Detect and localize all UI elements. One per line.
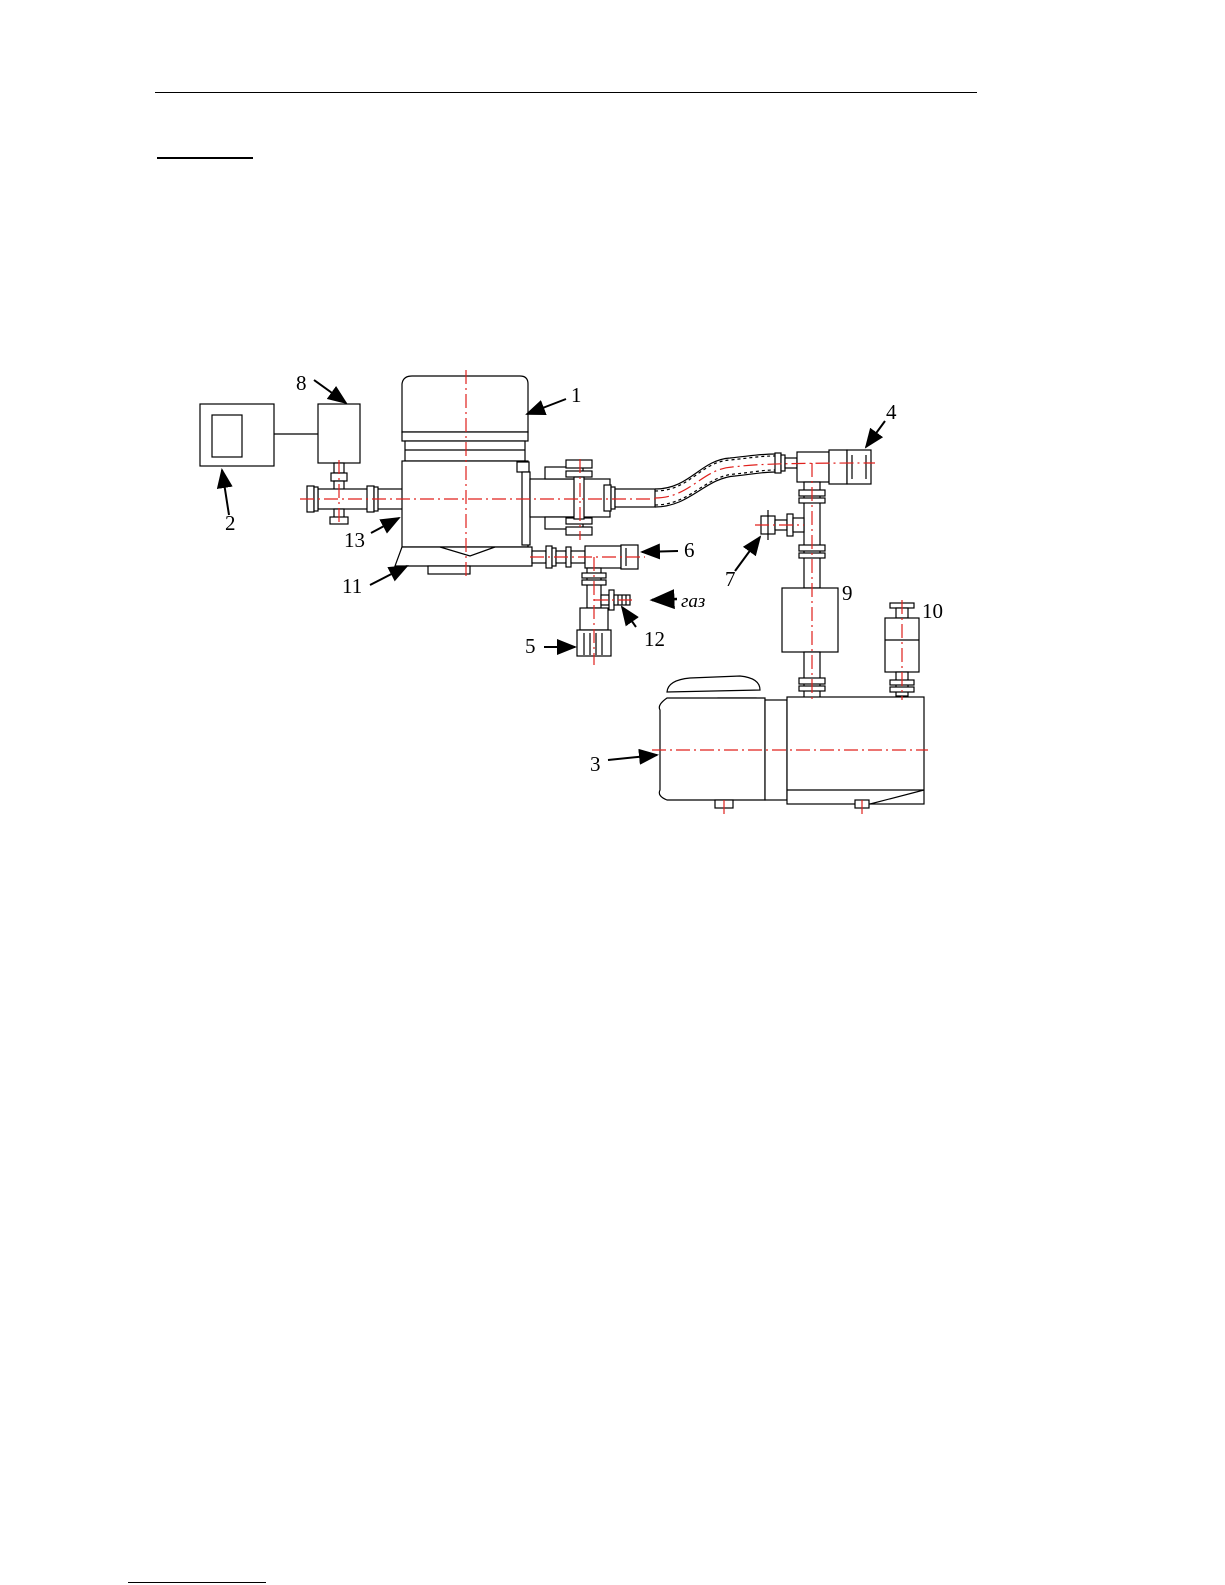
flexible-hose (655, 454, 775, 507)
label-11: 11 (342, 574, 362, 598)
left-cross-manifold (307, 481, 403, 524)
gauge-display-unit (200, 404, 318, 466)
label-9: 9 (842, 581, 853, 605)
label-3: 3 (590, 752, 601, 776)
label-1: 1 (571, 383, 582, 407)
label-4: 4 (886, 400, 897, 424)
top-right-valve (775, 450, 871, 484)
label-gas: газ (681, 591, 705, 612)
label-7: 7 (725, 567, 736, 591)
label-6: 6 (684, 538, 695, 562)
label-8: 8 (296, 371, 307, 395)
label-2: 2 (225, 511, 236, 535)
label-12: 12 (644, 627, 665, 651)
label-13: 13 (344, 528, 365, 552)
lower-pipe-branch (577, 568, 630, 656)
outlet-manifold (530, 460, 655, 535)
label-5: 5 (525, 634, 536, 658)
forevacuum-pump (659, 676, 924, 808)
main-pump-body (395, 376, 532, 574)
label-10: 10 (922, 599, 943, 623)
